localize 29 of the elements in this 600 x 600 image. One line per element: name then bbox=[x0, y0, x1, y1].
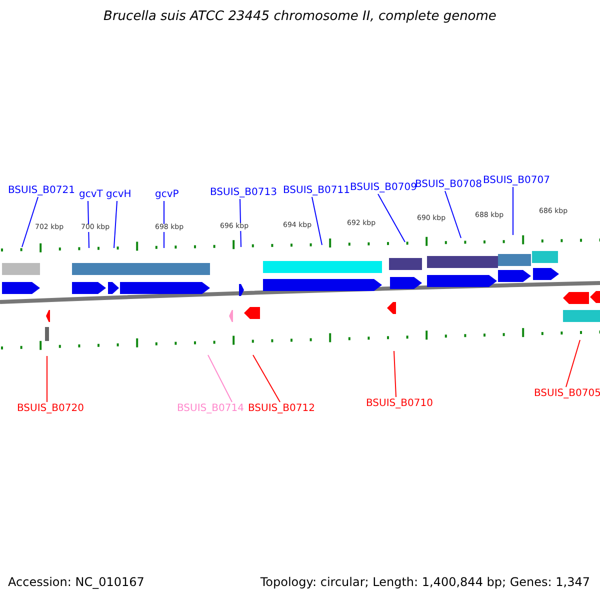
leader-line bbox=[312, 196, 322, 246]
title: Brucella suis ATCC 23445 chromosome II, complete genome bbox=[102, 10, 498, 24]
footer-text: Topology: circular; Length: 1,400,844 bp; Genes: 1,347 bbox=[260, 576, 590, 590]
gene-label: BSUIS_B0714 bbox=[177, 403, 244, 414]
gene-label: BSUIS_B0711 bbox=[283, 185, 350, 196]
gene-label: BSUIS_B0720 bbox=[17, 403, 84, 414]
gene-label: BSUIS_B0721 bbox=[8, 185, 75, 196]
gene-label: BSUIS_B0708 bbox=[415, 179, 482, 190]
leader-line bbox=[240, 198, 242, 248]
footer-text: Accession: NC_010167 bbox=[8, 576, 144, 590]
gene-label: BSUIS_B0705 bbox=[534, 388, 600, 399]
leader-line bbox=[378, 194, 406, 242]
gene-label: gcvP bbox=[155, 189, 179, 200]
leader-line bbox=[252, 354, 280, 402]
gene-label: BSUIS_B0712 bbox=[248, 403, 315, 414]
gene-label: BSUIS_B0707 bbox=[483, 175, 550, 186]
gene-label: BSUIS_B0713 bbox=[210, 187, 277, 198]
gene-label: gcvH bbox=[106, 189, 132, 200]
leader-line bbox=[22, 196, 38, 248]
leader-line bbox=[444, 190, 462, 238]
leader-line bbox=[566, 340, 580, 388]
leader-line bbox=[208, 354, 232, 402]
leader-line bbox=[394, 350, 396, 398]
leader-line bbox=[512, 186, 514, 236]
gene-label: gcvT bbox=[79, 189, 103, 200]
gene-label: BSUIS_B0710 bbox=[366, 398, 433, 409]
leader-line bbox=[114, 200, 118, 248]
leader-line bbox=[46, 356, 48, 402]
gene-label: BSUIS_B0709 bbox=[350, 182, 417, 193]
